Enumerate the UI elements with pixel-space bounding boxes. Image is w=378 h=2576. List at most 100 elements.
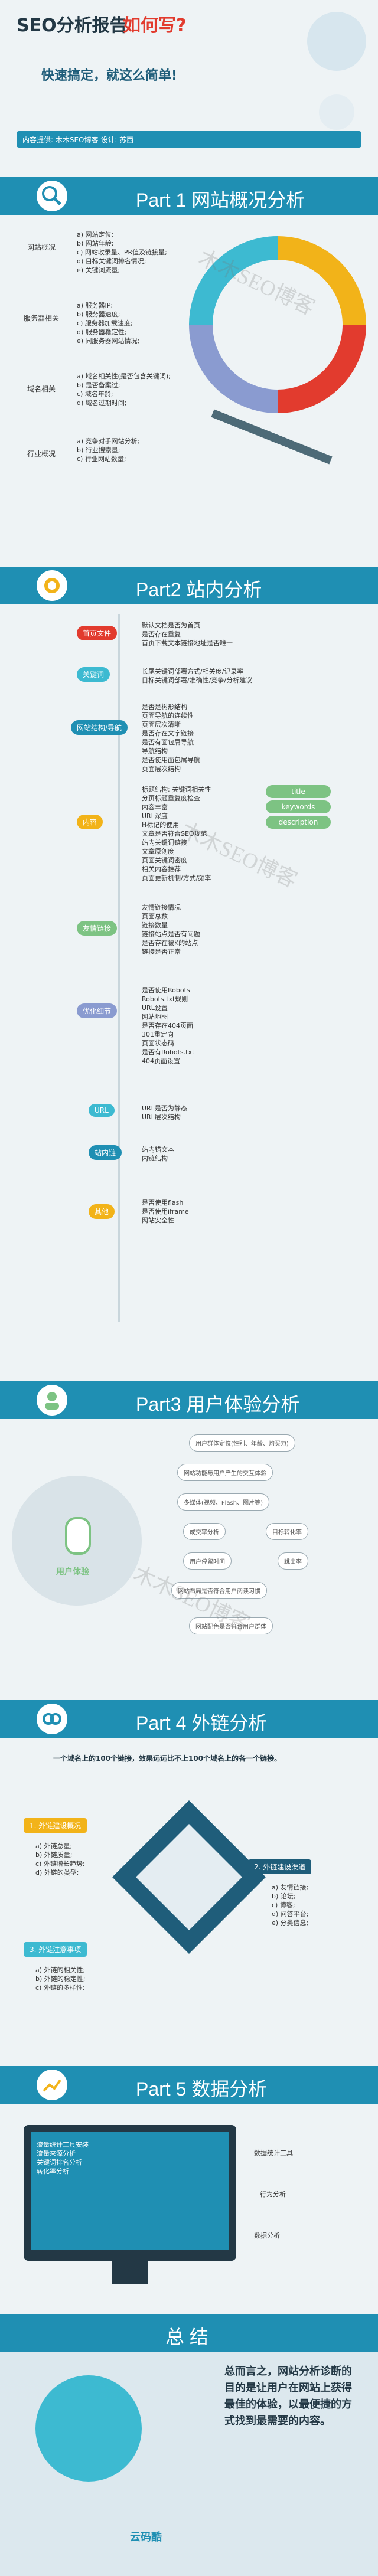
section-tag: 网站结构/导航 <box>71 720 128 735</box>
list-item: 链接站点是否有问题 <box>142 930 200 938</box>
card-title: 1. 外链建设概况 <box>24 1818 87 1833</box>
summary-content: 总而言之，网站分析诊断的目的是让用户在网站上获得最佳的体验，以最便捷的方式找到最… <box>0 2352 378 2576</box>
part3-content: 用户体验 用户群体定位(性别、年龄、购买力) 网站功能与用户产生的交互体验 多媒… <box>0 1428 378 1676</box>
section-tag: 其他 <box>89 1204 115 1219</box>
decor-circle <box>319 94 354 130</box>
section-tag: 优化细节 <box>77 1003 118 1018</box>
list-item: 页面更新机制/方式/频率 <box>142 874 211 882</box>
list-item: a) 外链的相关性; <box>35 1966 86 1974</box>
meta-tag-title: title <box>266 785 331 798</box>
list-item: 文章是否符合SEO规范 <box>142 830 207 838</box>
ux-bubble: 多媒体(视频、Flash、图片等) <box>177 1493 270 1511</box>
list-item: d) 问答平台; <box>272 1910 309 1918</box>
section-lines: 是否使用Robots Robots.txt规则 URL设置 网站地图 是否存在4… <box>142 986 194 1065</box>
list-item: 导航结构 <box>142 747 168 755</box>
credit-text: 内容提供: 木木SEO博客 设计: 苏西 <box>22 136 134 144</box>
card-lines: a) 外链总量; b) 外链质量; c) 外链增长趋势; d) 外链的类型; <box>35 1842 85 1877</box>
ux-bubble: 网站布局是否符合用户阅读习惯 <box>171 1582 267 1599</box>
list-item: e) 分类信息; <box>272 1919 309 1927</box>
list-item: 页面层次结构 <box>142 765 181 773</box>
list-item: 内链结构 <box>142 1155 168 1162</box>
section-tag: URL <box>89 1104 115 1117</box>
list-item: 是否存在404页面 <box>142 1022 193 1029</box>
group-label: 服务器相关 <box>24 314 60 322</box>
list-item: H标记的使用 <box>142 821 180 829</box>
list-item: 目标关键词部署/准确性/竞争/分析建议 <box>142 676 253 684</box>
list-item: 页面状态码 <box>142 1039 174 1047</box>
list-item: b) 论坛; <box>272 1892 296 1900</box>
list-item: 是否有Robots.txt <box>142 1048 195 1056</box>
list-item: d) 服务器稳定性; <box>77 328 127 336</box>
list-item: 是否使用Robots <box>142 986 190 994</box>
list-item: 站内锚文本 <box>142 1146 174 1153</box>
list-item: 流量来源分析 <box>37 2150 76 2157</box>
section-lines: 默认文档是否为首页 是否存在重复 首页下载文本链接地址是否唯一 <box>142 621 233 648</box>
ux-bubble: 用户停留时间 <box>183 1552 232 1570</box>
gear-icon <box>37 570 67 601</box>
monitor-lines: 流量统计工具安装 流量来源分析 关键词排名分析 转化率分析 <box>37 2140 89 2176</box>
part1-arc-graphic <box>189 236 366 465</box>
list-item: e) 关键词流量; <box>77 266 120 274</box>
part3-header: Part3 用户体验分析 <box>0 1381 378 1419</box>
part5-label: 行为分析 <box>260 2191 286 2198</box>
group-items: a) 域名相关性(是否包含关键词); b) 是否备案过; c) 域名年龄; d)… <box>77 372 171 407</box>
page-subtitle: 快速搞定，就这么简单! <box>41 68 178 83</box>
list-item: 301重定向 <box>142 1031 174 1038</box>
list-item: 默认文档是否为首页 <box>142 622 200 629</box>
meta-tag-keywords: keywords <box>266 800 331 813</box>
header-section: SEO分析报告 如何写? 快速搞定，就这么简单! 内容提供: 木木SEO博客 设… <box>0 0 378 153</box>
part4-title: Part 4 外链分析 <box>136 1712 268 1734</box>
list-item: b) 服务器速度; <box>77 310 120 318</box>
list-item: c) 服务器加载速度; <box>77 319 133 327</box>
list-item: b) 网站年龄; <box>77 240 114 247</box>
section-lines: 是否是树形结构 页面导航的连续性 页面层次清晰 是否存在文字链接 是否有面包屑导… <box>142 702 200 773</box>
list-item: c) 外链的多样性; <box>35 1984 85 1992</box>
list-item: 分页标题重复度检查 <box>142 795 200 802</box>
part5-content: 流量统计工具安装 流量来源分析 关键词排名分析 转化率分析 数据统计工具 行为分… <box>0 2113 378 2308</box>
list-item: c) 外链增长趋势; <box>35 1860 85 1868</box>
list-item: 是否使用iframe <box>142 1208 189 1215</box>
list-item: a) 外链总量; <box>35 1842 73 1850</box>
credit-bar: 内容提供: 木木SEO博客 设计: 苏西 <box>17 131 361 148</box>
mouse-icon <box>65 1517 91 1555</box>
list-item: d) 外链的类型; <box>35 1869 79 1877</box>
list-item: 是否是树形结构 <box>142 703 187 711</box>
list-item: 长尾关键词部署方式/相关度/记录率 <box>142 668 244 675</box>
list-item: d) 目标关键词排名情况; <box>77 257 146 265</box>
list-item: a) 竞争对手网站分析; <box>77 437 140 445</box>
part2-content: 首页文件 默认文档是否为首页 是否存在重复 首页下载文本链接地址是否唯一 关键词… <box>0 614 378 1346</box>
list-item: 链接是否正常 <box>142 948 181 956</box>
section-tag: 站内链 <box>89 1145 122 1160</box>
page-title: SEO分析报告 <box>17 15 128 36</box>
group-items: a) 网站定位; b) 网站年龄; c) 网站收录量、PR值及链接量; d) 目… <box>77 230 167 274</box>
part5-label: 数据统计工具 <box>254 2149 293 2157</box>
section-tag: 内容 <box>77 815 103 829</box>
monitor-screen: 流量统计工具安装 流量来源分析 关键词排名分析 转化率分析 <box>31 2132 229 2250</box>
list-item: 流量统计工具安装 <box>37 2141 89 2149</box>
list-item: 标题结构: 关键词相关性 <box>142 786 211 793</box>
summary-header: 总 结 <box>0 2314 378 2352</box>
list-item: 是否存在文字链接 <box>142 730 194 737</box>
list-item: a) 服务器IP; <box>77 302 113 309</box>
list-item: 是否有面包屑导航 <box>142 738 194 746</box>
part5-title: Part 5 数据分析 <box>136 2078 268 2100</box>
ux-bubble: 目标转化率 <box>266 1523 308 1540</box>
timeline-line <box>118 614 120 1322</box>
part1-title: Part 1 网站概况分析 <box>136 189 305 211</box>
list-item: 内容丰富 <box>142 803 168 811</box>
summary-title: 总 结 <box>165 2326 208 2348</box>
ux-bubble: 网站功能与用户产生的交互体验 <box>177 1464 273 1481</box>
list-item: 相关内容推荐 <box>142 865 181 873</box>
list-item: 页面导航的连续性 <box>142 712 194 720</box>
section-lines: 站内锚文本 内链结构 <box>142 1145 174 1163</box>
summary-text: 总而言之，网站分析诊断的目的是让用户在网站上获得最佳的体验，以最便捷的方式找到最… <box>224 2365 352 2427</box>
list-item: d) 域名过期时间; <box>77 399 127 407</box>
part4-header: Part 4 外链分析 <box>0 1700 378 1738</box>
ux-bubble: 用户群体定位(性别、年龄、购买力) <box>189 1434 295 1452</box>
ux-bubble: 跳出率 <box>278 1552 308 1570</box>
part4-intro: 一个域名上的100个链接，效果远远比不上100个域名上的各一个链接。 <box>53 1754 282 1763</box>
decor-circle <box>307 12 366 71</box>
part5-label: 数据分析 <box>254 2232 280 2240</box>
ux-center-label: 用户体验 <box>56 1567 89 1577</box>
group-label: 域名相关 <box>27 385 56 393</box>
